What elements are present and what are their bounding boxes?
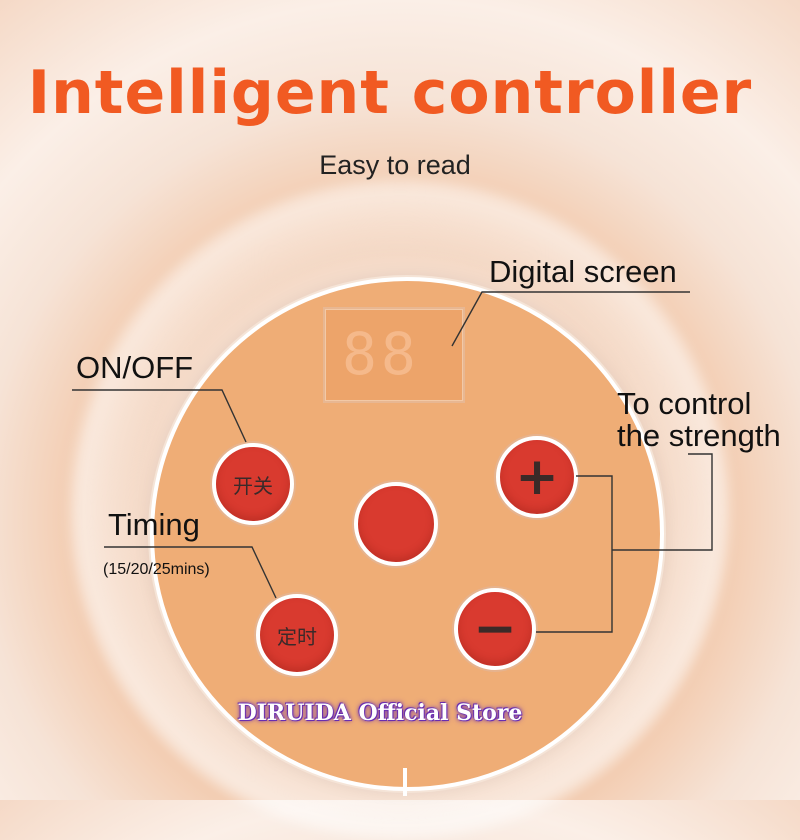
power-button[interactable]: 开关 [212,443,294,525]
store-watermark: DIRUIDA Official Store [237,700,523,726]
digital-screen [323,307,465,403]
timing-button[interactable]: 定时 [256,594,338,676]
page-subtitle: Easy to read [319,150,471,180]
center-button[interactable] [354,482,438,566]
screen-digits: 88 [342,320,420,388]
onoff-label: ON/OFF [76,350,194,385]
power-button-glyph: 开关 [233,473,273,498]
strength-label-line2: the strength [617,418,781,453]
minus-button[interactable]: − [454,588,536,670]
timing-button-glyph: 定时 [277,624,317,649]
plus-icon: + [515,447,559,507]
screen-label: Digital screen [489,254,677,289]
page-title: Intelligent controller [27,58,753,128]
dial-notch [403,768,407,796]
plus-button[interactable]: + [496,436,578,518]
strength-label-line1: To control [617,386,752,421]
timing-label: Timing [108,507,200,542]
minus-icon: − [473,599,517,659]
timing-detail-label: (15/20/25mins) [103,561,210,578]
